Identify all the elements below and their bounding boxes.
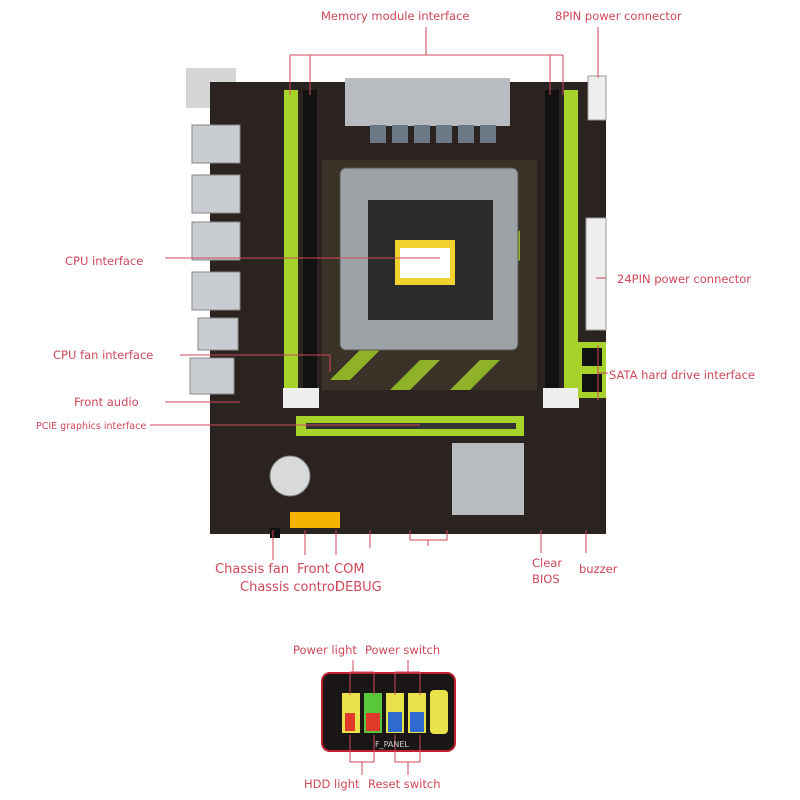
vrm-heatsink: [345, 78, 510, 126]
label-buzzer: buzzer: [579, 562, 618, 576]
24pin-connector: [585, 217, 607, 331]
label-cpu: CPU interface: [65, 254, 144, 268]
label-debug: DEBUG: [335, 580, 382, 595]
label-24pin: 24PIN power connector: [617, 272, 752, 286]
label-clear-bios: Clear BIOS: [532, 556, 563, 586]
memory-slots: [283, 90, 579, 408]
front-panel-inset: [321, 660, 456, 775]
label-hdd-light: HDD light: [304, 777, 360, 791]
label-cpu-fan: CPU fan interface: [53, 348, 154, 362]
label-pcie: PCIE graphics interface: [36, 421, 147, 432]
label-chassis-fan: Chassis fan: [215, 562, 290, 577]
label-chassis-control: Chassis control: [240, 580, 339, 595]
chipset-heatsink: [452, 443, 524, 515]
label-front-com: Front COM: [297, 562, 365, 577]
label-power-light: Power light: [293, 643, 357, 657]
cmos-battery: [269, 455, 311, 497]
leader-lines: [150, 27, 608, 560]
label-reset-switch: Reset switch: [368, 777, 441, 791]
silk-f-panel: F_PANEL: [375, 740, 409, 749]
label-memory: Memory module interface: [321, 9, 470, 23]
8pin-connector: [587, 75, 607, 121]
rear-io-ports: [189, 124, 241, 395]
label-sata: SATA hard drive interface: [609, 368, 756, 382]
label-8pin: 8PIN power connector: [555, 9, 682, 23]
label-power-switch: Power switch: [365, 643, 441, 657]
label-front-audio: Front audio: [74, 395, 139, 409]
